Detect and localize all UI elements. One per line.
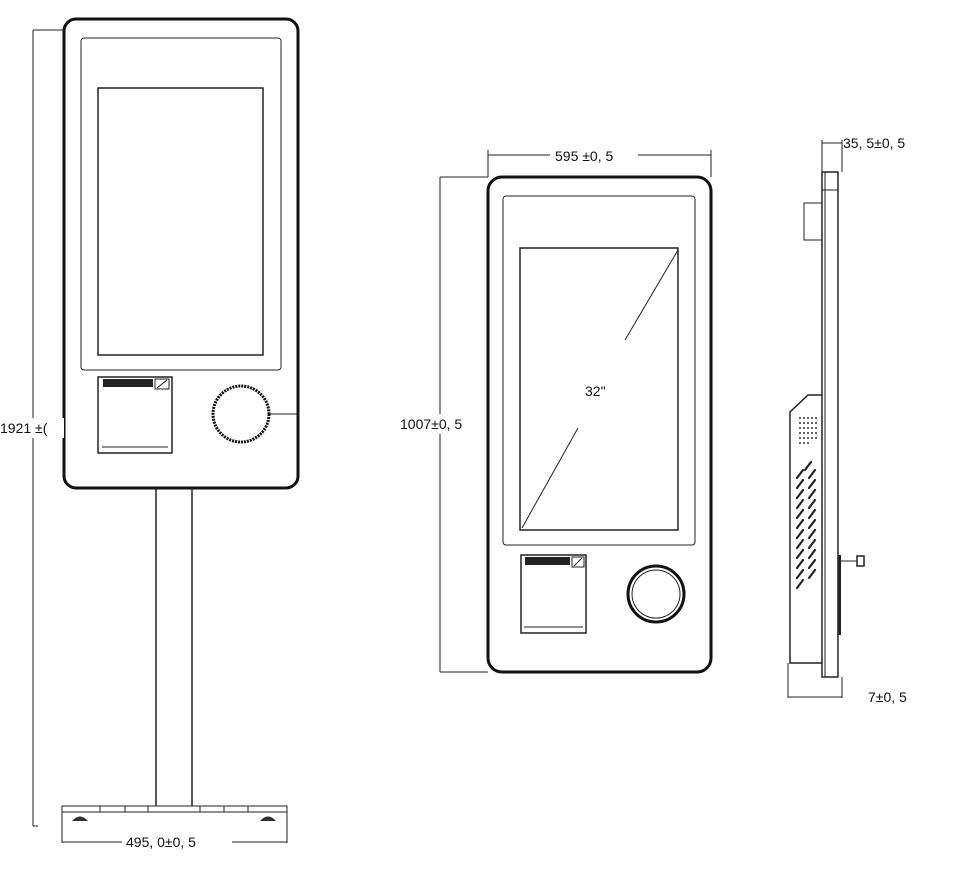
scanner-knob-icon (211, 384, 271, 444)
printer-icon (97, 376, 173, 454)
screen-bezel (502, 195, 696, 546)
printer-icon (520, 554, 587, 634)
screen-size-label: 32" (585, 383, 606, 399)
depth-dimension: 35, 5±0, 5 (821, 135, 905, 172)
rear-housing (789, 394, 822, 664)
stand-base (61, 805, 288, 843)
top-bracket (803, 202, 823, 241)
scanner-knob-icon (626, 564, 686, 624)
height-dimension: 1921 ±( (0, 29, 64, 827)
kiosk-housing (62, 17, 300, 490)
base-width-dimension: 495, 0±0, 5 (62, 832, 287, 852)
foot-left-icon (72, 816, 88, 821)
vent-slots-icon (795, 460, 817, 590)
bottom-offset-dimension: 7±0, 5 (787, 663, 907, 705)
base-width-label: 495, 0±0, 5 (126, 834, 196, 850)
front-height-label: 1007±0, 5 (400, 416, 462, 432)
speaker-grille-icon (799, 417, 817, 444)
floor-stand-view: 1921 ±( 495, 0±0, 5 (0, 17, 300, 852)
front-width-label: 595 ±0, 5 (555, 148, 613, 164)
foot-right-icon (260, 816, 276, 821)
connector-icon (841, 555, 865, 567)
stand-height-label: 1921 ±( (0, 420, 48, 436)
kiosk-housing (486, 175, 713, 674)
display-panel (821, 171, 839, 678)
stand-pole (155, 488, 193, 806)
front-height-dimension: 1007±0, 5 (398, 176, 488, 673)
width-dimension: 595 ±0, 5 (487, 146, 712, 177)
bottom-offset-label: 7±0, 5 (868, 689, 907, 705)
screen (519, 247, 679, 531)
side-view: 35, 5±0, 5 7±0, 5 (787, 135, 907, 705)
side-depth-label: 35, 5±0, 5 (843, 135, 905, 151)
screen-bezel (80, 37, 282, 371)
screen (97, 87, 264, 356)
front-view: 32" 595 ±0, 5 1007±0, 5 (398, 146, 713, 674)
